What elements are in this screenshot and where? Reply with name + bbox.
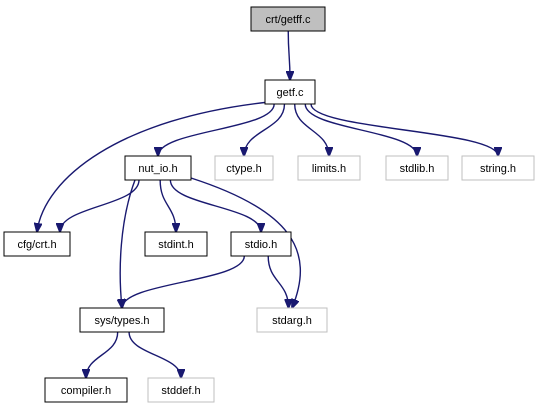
nodes-layer: crt/getff.c getf.c nut_io.h ctype.h limits.h… xyxy=(3,6,535,403)
node-limits[interactable]: limits.h xyxy=(297,155,361,181)
edges-layer xyxy=(37,30,498,378)
node-box-getff[interactable] xyxy=(250,6,326,32)
edge-nut_io-to-stdint xyxy=(159,179,176,232)
node-getff[interactable]: crt/getff.c xyxy=(250,6,326,32)
edge-nut_io-to-stdio xyxy=(169,179,261,232)
node-label-ctype: ctype.h xyxy=(226,163,261,175)
node-box-stddef[interactable] xyxy=(147,377,215,403)
node-stddef[interactable]: stddef.h xyxy=(147,377,215,403)
edge-sys_types-to-stddef xyxy=(128,331,181,378)
node-box-cfg_crt[interactable] xyxy=(3,231,71,257)
node-box-nut_io[interactable] xyxy=(124,155,192,181)
node-label-stdio: stdio.h xyxy=(245,239,277,251)
edge-getff-to-getf xyxy=(288,30,290,80)
edge-getf-to-string xyxy=(310,103,498,156)
edge-getf-to-ctype xyxy=(244,103,286,156)
node-label-compiler: compiler.h xyxy=(61,385,111,397)
node-label-sys_types: sys/types.h xyxy=(94,315,149,327)
node-stdio[interactable]: stdio.h xyxy=(230,231,292,257)
node-label-stddef: stddef.h xyxy=(161,385,200,397)
node-label-string: string.h xyxy=(480,163,516,175)
node-sys_types[interactable]: sys/types.h xyxy=(79,307,165,333)
edge-sys_types-to-compiler xyxy=(86,331,119,378)
node-box-stdarg[interactable] xyxy=(256,307,328,333)
node-label-getff: crt/getff.c xyxy=(265,14,311,26)
node-label-cfg_crt: cfg/crt.h xyxy=(17,239,56,251)
node-box-limits[interactable] xyxy=(297,155,361,181)
edge-stdio-to-stdarg xyxy=(267,255,288,308)
node-box-string[interactable] xyxy=(461,155,535,181)
edge-nut_io-to-sys_types xyxy=(120,179,136,308)
node-compiler[interactable]: compiler.h xyxy=(44,377,128,403)
node-label-limits: limits.h xyxy=(312,163,346,175)
node-box-stdlib[interactable] xyxy=(385,155,449,181)
node-label-stdint: stdint.h xyxy=(158,239,193,251)
edge-getf-to-limits xyxy=(293,103,329,156)
node-box-getf[interactable] xyxy=(264,79,316,105)
node-label-stdarg: stdarg.h xyxy=(272,315,312,327)
node-getf[interactable]: getf.c xyxy=(264,79,316,105)
node-box-stdint[interactable] xyxy=(144,231,208,257)
node-string[interactable]: string.h xyxy=(461,155,535,181)
node-stdarg[interactable]: stdarg.h xyxy=(256,307,328,333)
node-cfg_crt[interactable]: cfg/crt.h xyxy=(3,231,71,257)
edge-stdio-to-sys_types xyxy=(122,255,246,308)
node-label-getf: getf.c xyxy=(277,87,304,99)
node-stdint[interactable]: stdint.h xyxy=(144,231,208,257)
node-box-ctype[interactable] xyxy=(214,155,274,181)
edge-getf-to-stdlib xyxy=(304,103,417,156)
node-ctype[interactable]: ctype.h xyxy=(214,155,274,181)
edge-nut_io-to-cfg_crt xyxy=(60,179,140,232)
node-nut_io[interactable]: nut_io.h xyxy=(124,155,192,181)
node-box-compiler[interactable] xyxy=(44,377,128,403)
node-label-stdlib: stdlib.h xyxy=(400,163,435,175)
node-box-stdio[interactable] xyxy=(230,231,292,257)
node-stdlib[interactable]: stdlib.h xyxy=(385,155,449,181)
node-label-nut_io: nut_io.h xyxy=(138,163,177,175)
node-box-sys_types[interactable] xyxy=(79,307,165,333)
edge-getf-to-nut_io xyxy=(158,103,275,156)
edge-getf-to-cfg_crt xyxy=(37,101,270,232)
